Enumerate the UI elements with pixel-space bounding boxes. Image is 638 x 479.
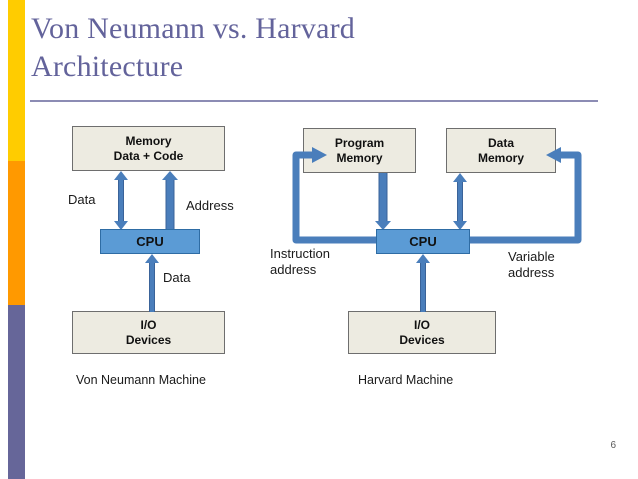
von-neumann-io-data-label: Data [163,270,191,285]
harvard-instruction-fetch-arrow [374,173,392,230]
box-line-1: CPU [136,234,164,249]
page-number: 6 [610,440,616,451]
von-neumann-cpu-box: CPU [100,229,200,254]
box-line-2: Memory [336,150,383,165]
von-neumann-caption: Von Neumann Machine [76,373,206,387]
box-line-1: CPU [409,234,437,249]
instruction-address-bus-line [292,151,380,244]
harvard-program-memory-box: Program Memory [303,128,416,173]
box-line-2: Devices [125,332,172,347]
von-neumann-address-bus-arrow [161,171,179,230]
harvard-bus-paths [292,147,582,244]
title-line-2: Architecture [31,50,184,83]
von-neumann-io-box: I/O Devices [72,311,225,354]
von-neumann-data-label: Data [68,192,96,207]
title-underline-rule [30,100,598,102]
von-neumann-memory-box: Memory Data + Code [72,126,225,171]
harvard-data-transfer-arrow [452,173,468,230]
accent-bar-purple [8,305,25,479]
title-line-1: Von Neumann vs. Harvard [31,12,355,45]
box-line-1: Data [487,135,514,150]
box-line-2: Memory [477,150,524,165]
accent-bar-yellow [8,0,25,161]
box-line-1: Memory [125,133,172,148]
von-neumann-data-bus-arrow [113,171,129,230]
box-line-1: I/O [413,317,430,332]
label-line-2: address [270,262,317,277]
instruction-address-arrowhead [312,147,327,163]
accent-bar-orange [8,161,25,305]
instruction-address-label: Instruction address [270,246,330,278]
von-neumann-io-bus-arrow [144,254,160,312]
harvard-cpu-box: CPU [376,229,470,254]
label-line-1: Instruction [270,246,330,261]
von-neumann-address-label: Address [186,198,234,213]
box-line-2: Devices [399,332,445,347]
harvard-io-box: I/O Devices [348,311,496,354]
label-line-1: Variable [508,249,555,264]
box-line-2: Data + Code [113,148,184,163]
page-title: Von Neumann vs. Harvard Architecture [31,10,591,86]
box-line-1: I/O [140,317,157,332]
harvard-caption: Harvard Machine [358,373,454,387]
variable-address-arrowhead [546,147,561,163]
harvard-io-bus-arrow [415,254,431,312]
label-line-2: address [508,265,555,280]
harvard-data-memory-box: Data Memory [446,128,556,173]
box-line-1: Program [334,135,385,150]
variable-address-label: Variable address [508,249,555,281]
variable-address-bus-line [470,151,582,244]
